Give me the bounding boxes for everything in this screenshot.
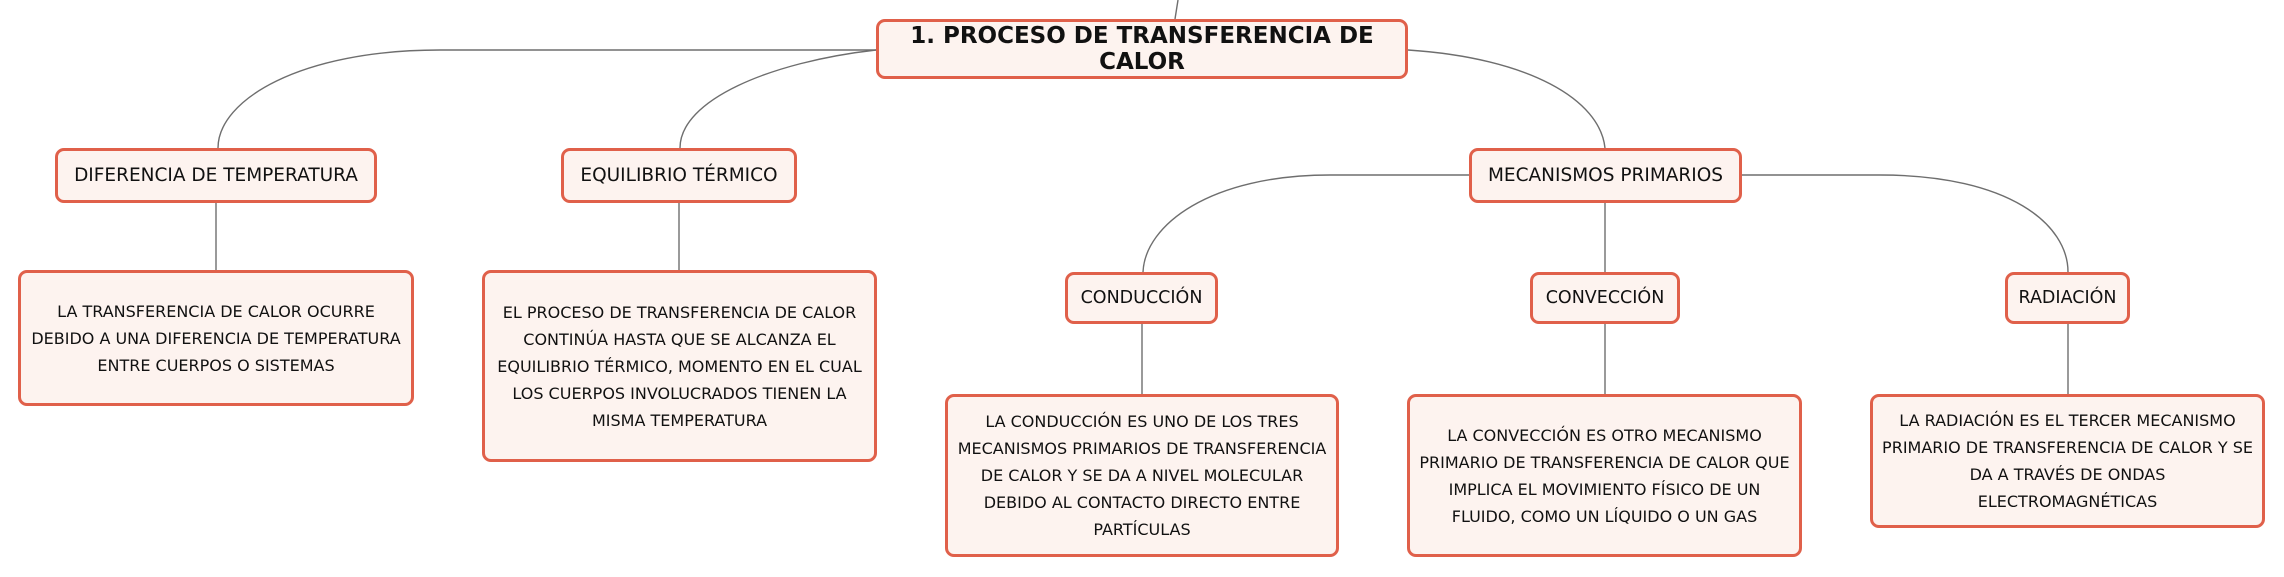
detail-conduccion-text: LA CONDUCCIÓN ES UNO DE LOS TRES MECANIS… [957, 412, 1327, 539]
detail-radiacion[interactable]: LA RADIACIÓN ES EL TERCER MECANISMO PRIM… [1870, 394, 2265, 528]
detail-radiacion-text: LA RADIACIÓN ES EL TERCER MECANISMO PRIM… [1882, 411, 2253, 511]
subtopic-radiacion[interactable]: RADIACIÓN [2005, 272, 2130, 324]
subtopic-conduccion[interactable]: CONDUCCIÓN [1065, 272, 1218, 324]
topic-equilibrio-label: EQUILIBRIO TÉRMICO [580, 165, 778, 186]
detail-conveccion-text: LA CONVECCIÓN ES OTRO MECANISMO PRIMARIO… [1419, 425, 1790, 526]
topic-mecanismos-primarios[interactable]: MECANISMOS PRIMARIOS [1469, 148, 1742, 203]
detail-equilibrio-termico[interactable]: EL PROCESO DE TRANSFERENCIA DE CALOR CON… [482, 270, 877, 462]
connector-root-diferencia [217, 49, 876, 149]
connector-root-equilibrio [679, 49, 877, 149]
subtopic-conveccion[interactable]: CONVECCIÓN [1530, 272, 1680, 324]
root-label: 1. PROCESO DE TRANSFERENCIA DE CALOR [910, 23, 1374, 75]
connector-mecanismos-conduccion [1142, 174, 1469, 273]
connector-root-top [1174, 0, 1179, 20]
topic-equilibrio-termico[interactable]: EQUILIBRIO TÉRMICO [561, 148, 797, 203]
subtopic-conveccion-label: CONVECCIÓN [1545, 288, 1665, 308]
root-node[interactable]: 1. PROCESO DE TRANSFERENCIA DE CALOR [876, 19, 1408, 79]
detail-equilibrio-text: EL PROCESO DE TRANSFERENCIA DE CALOR CON… [497, 302, 862, 430]
topic-diferencia-label: DIFERENCIA DE TEMPERATURA [74, 165, 358, 186]
topic-mecanismos-label: MECANISMOS PRIMARIOS [1487, 165, 1724, 186]
subtopic-conduccion-label: CONDUCCIÓN [1080, 288, 1203, 308]
connector-root-mecanismos [1407, 49, 1606, 149]
detail-diferencia-temperatura[interactable]: LA TRANSFERENCIA DE CALOR OCURRE DEBIDO … [18, 270, 414, 406]
connector-mecanismos-radiacion [1742, 174, 2069, 273]
topic-diferencia-temperatura[interactable]: DIFERENCIA DE TEMPERATURA [55, 148, 377, 203]
subtopic-radiacion-label: RADIACIÓN [2018, 288, 2117, 308]
detail-diferencia-text: LA TRANSFERENCIA DE CALOR OCURRE DEBIDO … [31, 301, 401, 375]
detail-conduccion[interactable]: LA CONDUCCIÓN ES UNO DE LOS TRES MECANIS… [945, 394, 1339, 557]
detail-conveccion[interactable]: LA CONVECCIÓN ES OTRO MECANISMO PRIMARIO… [1407, 394, 1802, 557]
